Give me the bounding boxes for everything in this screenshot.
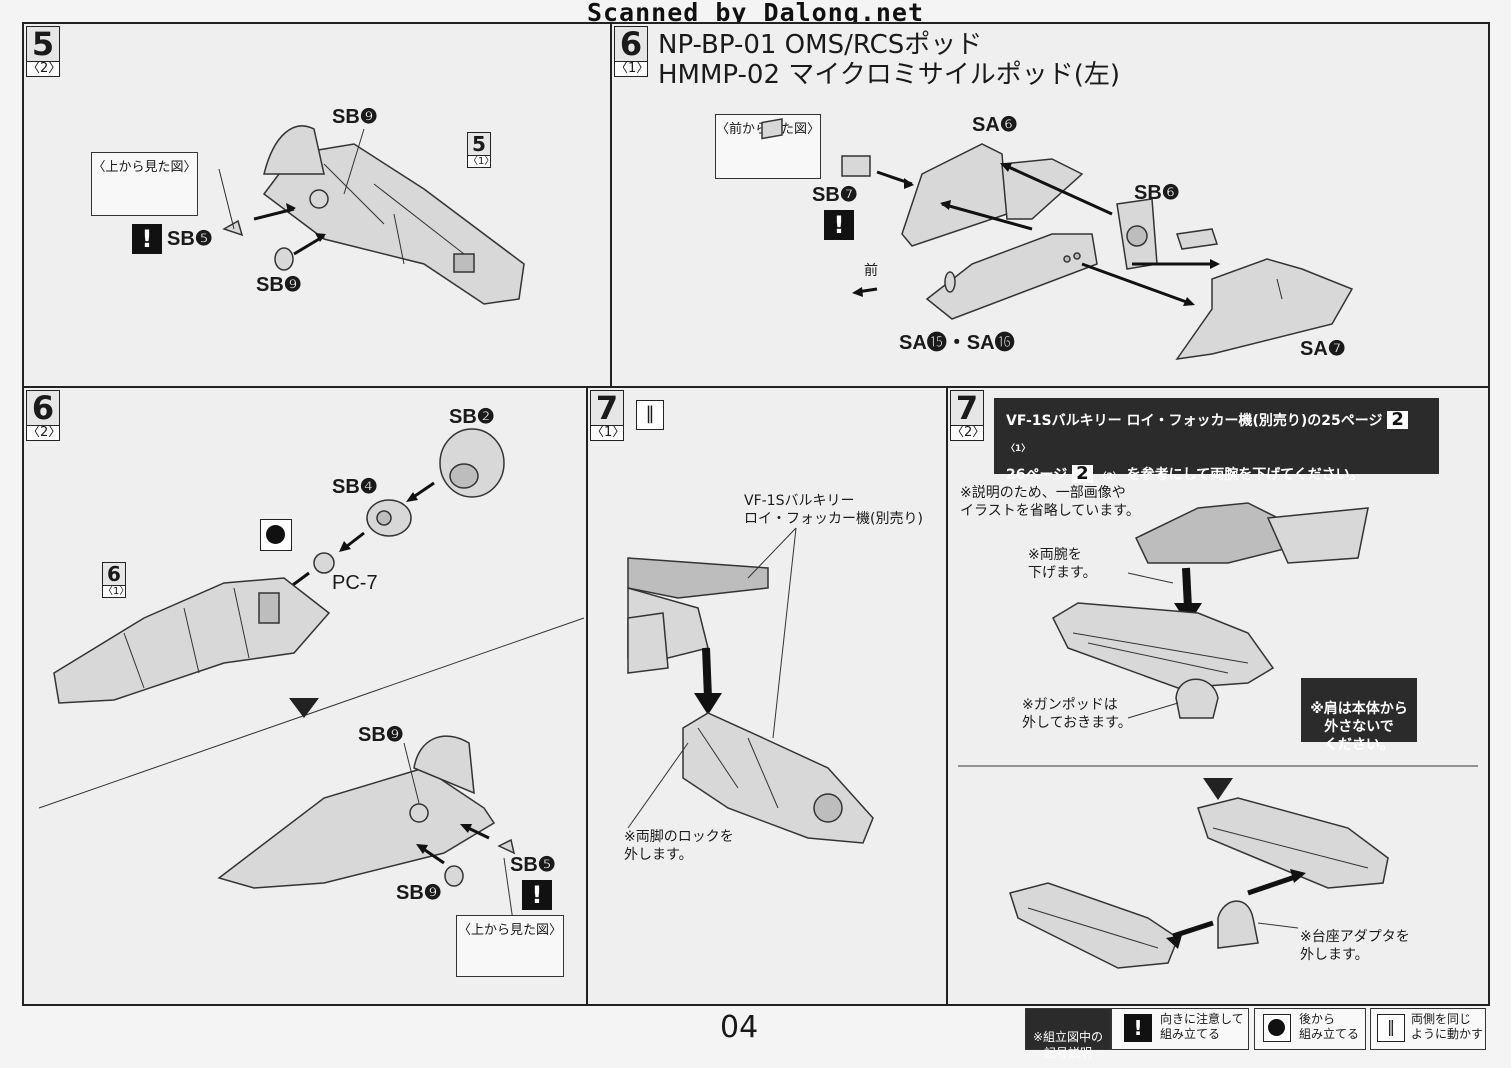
exclamation-icon: ! xyxy=(132,224,162,254)
step-sub: 〈2〉 xyxy=(26,425,62,441)
label-sb9-top: SB❾ xyxy=(332,106,378,128)
note-omit: ※説明のため、一部画像や イラストを省略しています。 xyxy=(960,485,1140,519)
step-number: 5 xyxy=(26,26,60,62)
panel-step-5-2: 5 〈2〉 SB❾ 〈上から見た図〉 ! SB❺ SB❾ 5 〈1〉 xyxy=(22,22,612,388)
step-badge: 6 〈2〉 xyxy=(26,390,62,441)
pod-illustration xyxy=(218,125,525,305)
mirror-icon: ‖ xyxy=(1377,1014,1405,1042)
instruction-ref-2: 2 xyxy=(1072,465,1093,483)
view-from-top-label: 〈上から見た図〉 xyxy=(92,160,197,175)
note-kit: VF-1Sバルキリー ロイ・フォッカー機(別売り) xyxy=(744,493,923,527)
step-sub: 〈2〉 xyxy=(950,425,986,441)
instruction-text-c: を参考にして両腕を下げてください。 xyxy=(1126,467,1364,483)
legend-title-box: ※組立図中の 記号説明 xyxy=(1025,1008,1111,1060)
step-badge: 6 〈1〉 xyxy=(614,26,650,77)
legend-item-rear: 後から 組み立てる xyxy=(1254,1008,1366,1050)
view-from-top-label: 〈上から見た図〉 xyxy=(457,923,562,938)
label-sb7: SB❼ xyxy=(812,184,858,206)
step-badge: 7 〈2〉 xyxy=(950,390,986,441)
view-from-top-box: 〈上から見た図〉 xyxy=(91,152,198,216)
exclamation-icon: ! xyxy=(824,210,854,240)
legend-text: 後から 組み立てる xyxy=(1299,1012,1360,1041)
arms-illustration xyxy=(958,502,1478,969)
ref-step-sub: 〈1〉 xyxy=(102,586,130,598)
legend-text: 向きに注意して 組み立てる xyxy=(1160,1012,1244,1041)
legend-item-mirror: ‖ 両側を同じ ように動かす xyxy=(1370,1008,1486,1050)
view-from-front-box: 〈前から見た図〉 xyxy=(715,114,821,179)
note-gunpod: ※ガンポッドは 外しておきます。 xyxy=(1022,697,1132,731)
step-number: 6 xyxy=(26,390,60,426)
note-arms: ※両腕を 下げます。 xyxy=(1028,547,1097,581)
title-line-1: NP-BP-01 OMS/RCSポッド xyxy=(658,30,983,60)
legend-text: 両側を同じ ように動かす xyxy=(1411,1012,1484,1041)
step-sub: 〈2〉 xyxy=(26,61,62,77)
ref-step-sub: 〈1〉 xyxy=(467,156,495,168)
instruction-ref-2-sub: 〈2〉 xyxy=(1097,472,1122,482)
mirror-icon: ‖ xyxy=(636,400,664,430)
leg-illustration xyxy=(627,527,874,844)
title-line-2: HMMP-02 マイクロミサイルポッド(左) xyxy=(658,60,1121,90)
ref-step-6-1: 6 〈1〉 xyxy=(102,562,130,598)
legend-title: ※組立図中の 記号説明 xyxy=(1032,1030,1104,1060)
label-sa6: SA❻ xyxy=(972,114,1018,136)
instruction-ref-1: 2 xyxy=(1387,411,1408,429)
panel-step-6-1: 6 〈1〉 NP-BP-01 OMS/RCSポッド HMMP-02 マイクロミサ… xyxy=(610,22,1490,388)
note-shoulder-box: ※肩は本体から 外さないで ください。 xyxy=(1301,678,1417,753)
step-badge: 5 〈2〉 xyxy=(26,26,62,77)
instruction-box: VF-1Sバルキリー ロイ・フォッカー機(別売り)の25ページ 2 〈1〉 26… xyxy=(994,398,1439,483)
label-sb9: SB❾ xyxy=(358,724,404,746)
panel-step-7-1: 7 〈1〉 ‖ VF-1Sバルキリー ロイ・フォッカー機(別売り) ※両脚のロッ… xyxy=(586,386,948,1006)
step-number: 7 xyxy=(950,390,984,426)
label-sa7: SA❼ xyxy=(1300,338,1346,360)
legend-item-exclamation: ! 向きに注意して 組み立てる xyxy=(1111,1008,1249,1050)
note-shoulder: ※肩は本体から 外さないで ください。 xyxy=(1310,701,1408,753)
label-sa15-sa16: SA⓯・SA⓰ xyxy=(899,332,1015,354)
label-sb9-bottom: SB❾ xyxy=(396,882,442,904)
label-sb2: SB❷ xyxy=(449,406,495,428)
page-number: 04 xyxy=(720,1010,759,1045)
instruction-text-b: 26ページ xyxy=(1006,467,1068,483)
label-sb5: SB❺ xyxy=(167,228,213,250)
label-pc7: PC-7 xyxy=(332,572,378,594)
instruction-text-a: VF-1Sバルキリー ロイ・フォッカー機(別売り)の25ページ xyxy=(1006,413,1383,429)
rear-view-icon xyxy=(1263,1014,1291,1042)
step-number: 6 xyxy=(614,26,648,62)
panel-step-6-2: 6 〈2〉 SB❷ SB❹ PC-7 6 xyxy=(22,386,588,1006)
step-sub: 〈1〉 xyxy=(590,425,626,441)
step-badge: 7 〈1〉 xyxy=(590,390,626,441)
ref-step-5-1: 5 〈1〉 xyxy=(467,132,495,168)
rear-view-icon xyxy=(260,519,292,551)
panel-step-7-2: 7 〈2〉 VF-1Sバルキリー ロイ・フォッカー機(別売り)の25ページ 2 … xyxy=(946,386,1490,1006)
view-from-top-box: 〈上から見た図〉 xyxy=(456,915,564,977)
label-sb5: SB❺ xyxy=(510,854,556,876)
note-adapter: ※台座アダプタを 外します。 xyxy=(1300,929,1410,963)
pod-exploded-illustration xyxy=(761,118,1354,360)
label-sb6: SB❻ xyxy=(1134,182,1180,204)
instruction-ref-1-sub: 〈1〉 xyxy=(1006,444,1031,454)
exclamation-icon: ! xyxy=(1124,1014,1152,1042)
label-front: 前 xyxy=(864,263,878,279)
step-number: 7 xyxy=(590,390,624,426)
ref-step-number: 5 xyxy=(467,132,491,156)
step-sub: 〈1〉 xyxy=(614,61,650,77)
pod-assembly-illustration xyxy=(38,428,585,929)
label-sb4: SB❹ xyxy=(332,476,378,498)
label-sb9-bottom: SB❾ xyxy=(256,274,302,296)
note-legs: ※両脚のロックを 外します。 xyxy=(624,829,734,863)
exclamation-icon: ! xyxy=(522,880,552,910)
ref-step-number: 6 xyxy=(102,562,126,586)
